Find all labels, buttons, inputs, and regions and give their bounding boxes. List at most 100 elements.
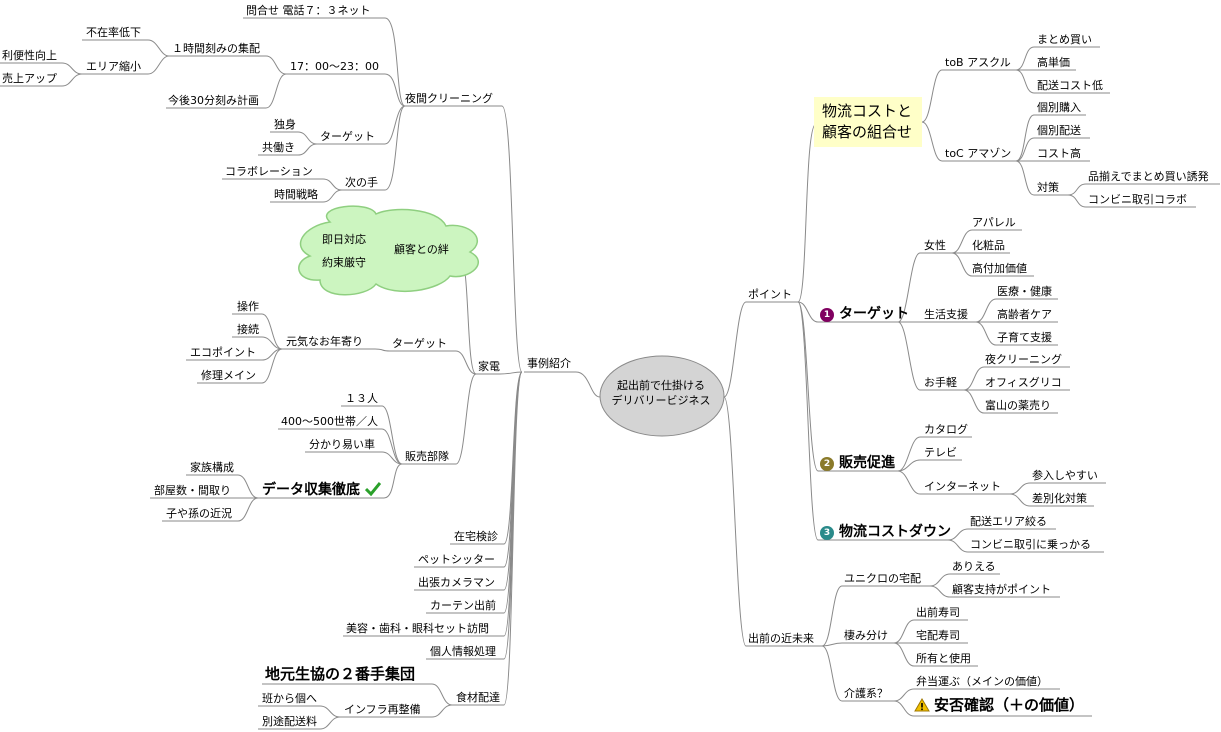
topic-haisou-low[interactable]: 配送コスト低: [1037, 79, 1103, 92]
topic-point[interactable]: ポイント: [748, 288, 792, 301]
topic-ecopoint[interactable]: エコポイント: [190, 346, 256, 359]
topic-butsuryu-down[interactable]: 3 物流コストダウン: [820, 523, 951, 541]
topic-area-shiboru[interactable]: 配送エリア絞る: [970, 515, 1047, 528]
topic-hours[interactable]: 17：00〜23：00: [290, 60, 379, 73]
topic-jitan[interactable]: 時間戦略: [274, 188, 318, 201]
topic-apparel[interactable]: アパレル: [972, 216, 1016, 229]
topic-kaden[interactable]: 家電: [478, 360, 500, 373]
topic-setsuzoku[interactable]: 接続: [237, 323, 259, 336]
topic-kinmirai[interactable]: 出前の近未来: [748, 632, 814, 645]
topic-kobetsu-kounyu[interactable]: 個別購入: [1037, 101, 1081, 114]
topic-otegaru[interactable]: お手軽: [924, 376, 957, 389]
topic-betto[interactable]: 別途配送料: [262, 715, 317, 728]
topic-butsuryu-line2: 顧客の組合せ: [822, 123, 913, 141]
topic-uriage[interactable]: 売上アップ: [2, 72, 57, 85]
topic-butsuryu-down-label: 物流コストダウン: [839, 524, 951, 540]
topic-genki[interactable]: 元気なお年寄り: [286, 335, 363, 348]
topic-infra[interactable]: インフラ再整備: [344, 703, 421, 716]
topic-uniqlo[interactable]: ユニクロの宅配: [844, 572, 921, 585]
topic-kongo[interactable]: 今後30分刻み計画: [168, 94, 259, 107]
topic-conveni-noru[interactable]: コンビニ取引に乗っかる: [970, 538, 1091, 551]
topic-tomobataraki[interactable]: 共働き: [262, 141, 295, 154]
topic-demae-sushi[interactable]: 出前寿司: [916, 606, 960, 619]
topic-hanbai-butai[interactable]: 販売部隊: [405, 450, 449, 463]
topic-setai[interactable]: 400〜500世帯／人: [281, 415, 378, 428]
number-3-icon: 3: [820, 526, 834, 540]
topic-koufuka[interactable]: 高付加価値: [972, 262, 1027, 275]
topic-sokujitsu[interactable]: 即日対応: [322, 233, 366, 246]
topic-josei[interactable]: 女性: [924, 239, 946, 252]
topic-yakusoku[interactable]: 約束厳守: [322, 256, 366, 269]
topic-collab[interactable]: コラボレーション: [225, 165, 313, 178]
topic-benri[interactable]: 利便性向上: [2, 49, 57, 62]
topic-keshouhin[interactable]: 化粧品: [972, 239, 1005, 252]
topic-car[interactable]: 分かり易い車: [309, 438, 375, 451]
topic-arieru[interactable]: ありえる: [952, 560, 996, 573]
topic-koureisha[interactable]: 高齢者ケア: [997, 308, 1052, 321]
topic-ichijikan[interactable]: １時間刻みの集配: [172, 42, 260, 55]
topic-zaitaku[interactable]: 在宅検診: [454, 530, 498, 543]
topic-toyama[interactable]: 富山の薬売り: [985, 399, 1051, 412]
topic-matome[interactable]: まとめ買い: [1037, 33, 1092, 46]
topic-tob[interactable]: toB アスクル: [945, 56, 1011, 69]
topic-area-shukushou[interactable]: エリア縮小: [86, 60, 141, 73]
topic-kojin[interactable]: 個人情報処理: [430, 645, 496, 658]
topic-biyou[interactable]: 美容・歯科・眼科セット訪問: [346, 622, 489, 635]
topic-sousa[interactable]: 操作: [237, 300, 259, 313]
topic-tsugi[interactable]: 次の手: [345, 176, 378, 189]
topic-catalog[interactable]: カタログ: [924, 423, 968, 436]
topic-pet[interactable]: ペットシッター: [418, 553, 495, 566]
central-topic[interactable]: 起出前で仕掛ける デリバリービジネス: [598, 378, 724, 408]
topic-kodomo[interactable]: 子や孫の近況: [166, 507, 232, 520]
topic-cost-high[interactable]: コスト高: [1037, 147, 1081, 160]
topic-office[interactable]: オフィスグリコ: [985, 376, 1062, 389]
topic-takuhai-sushi[interactable]: 宅配寿司: [916, 629, 960, 642]
topic-camera[interactable]: 出張カメラマン: [418, 576, 495, 589]
topic-kosodate[interactable]: 子育て支援: [997, 331, 1052, 344]
number-2-icon: 2: [820, 457, 834, 471]
topic-kazoku[interactable]: 家族構成: [190, 461, 234, 474]
central-topic-line2: デリバリービジネス: [611, 394, 711, 407]
topic-data-label: データ収集徹底: [262, 482, 360, 498]
topic-jirei[interactable]: 事例紹介: [527, 357, 571, 370]
topic-shinazoroe[interactable]: 品揃えでまとめ買い誘発: [1088, 170, 1209, 183]
topic-yakan-target[interactable]: ターゲット: [320, 130, 375, 143]
topic-yakan-cleaning[interactable]: 夜間クリーニング: [405, 92, 493, 105]
topic-data-shuushuu[interactable]: データ収集徹底: [262, 481, 382, 501]
topic-kaigo[interactable]: 介護系？: [844, 687, 888, 700]
central-topic-line1: 起出前で仕掛ける: [617, 379, 705, 392]
topic-yoru-cleaning[interactable]: 夜クリーニング: [985, 353, 1062, 366]
topic-dokushin[interactable]: 独身: [274, 118, 296, 131]
topic-kobetsu-haisou[interactable]: 個別配送: [1037, 124, 1081, 137]
topic-kizuna[interactable]: 顧客との絆: [394, 243, 449, 256]
topic-shoyu[interactable]: 所有と使用: [916, 652, 971, 665]
topic-shokuzai[interactable]: 食材配達: [456, 691, 500, 704]
topic-han[interactable]: 班から個へ: [262, 692, 317, 705]
topic-bentou[interactable]: 弁当運ぶ（メインの価値）: [916, 675, 1048, 688]
topic-curtain[interactable]: カーテン出前: [430, 599, 496, 612]
topic-sabetsuka[interactable]: 差別化対策: [1032, 492, 1087, 505]
topic-shuuri[interactable]: 修理メイン: [201, 369, 256, 382]
topic-butsuryu-kumiawase[interactable]: 物流コストと 顧客の組合せ: [822, 101, 912, 143]
topic-sannyu[interactable]: 参入しやすい: [1032, 469, 1098, 482]
topic-kokyaku-shiji[interactable]: 顧客支持がポイント: [952, 583, 1051, 596]
topic-internet[interactable]: インターネット: [924, 480, 1001, 493]
highlight-box: [814, 97, 922, 147]
topic-toc[interactable]: toC アマゾン: [945, 147, 1012, 160]
topic-seikyou[interactable]: 地元生協の２番手集団: [265, 665, 416, 683]
topic-fuzai[interactable]: 不在率低下: [86, 26, 141, 39]
topic-conveni-collab[interactable]: コンビニ取引コラボ: [1088, 193, 1187, 206]
topic-sumiwake[interactable]: 棲み分け: [844, 629, 888, 642]
topic-heya[interactable]: 部屋数・間取り: [154, 484, 231, 497]
topic-taisaku[interactable]: 対策: [1037, 181, 1059, 194]
topic-seikatsu[interactable]: 生活支援: [924, 308, 968, 321]
topic-anpi[interactable]: 安否確認（＋の価値）: [914, 695, 1084, 717]
topic-kaden-target[interactable]: ターゲット: [392, 337, 447, 350]
topic-iryou[interactable]: 医療・健康: [997, 285, 1052, 298]
topic-toiawase[interactable]: 問合せ 電話７：３ネット: [246, 4, 371, 17]
topic-kotanka[interactable]: 高単価: [1037, 56, 1070, 69]
topic-juusan[interactable]: １３人: [345, 392, 378, 405]
topic-tv[interactable]: テレビ: [924, 446, 957, 459]
